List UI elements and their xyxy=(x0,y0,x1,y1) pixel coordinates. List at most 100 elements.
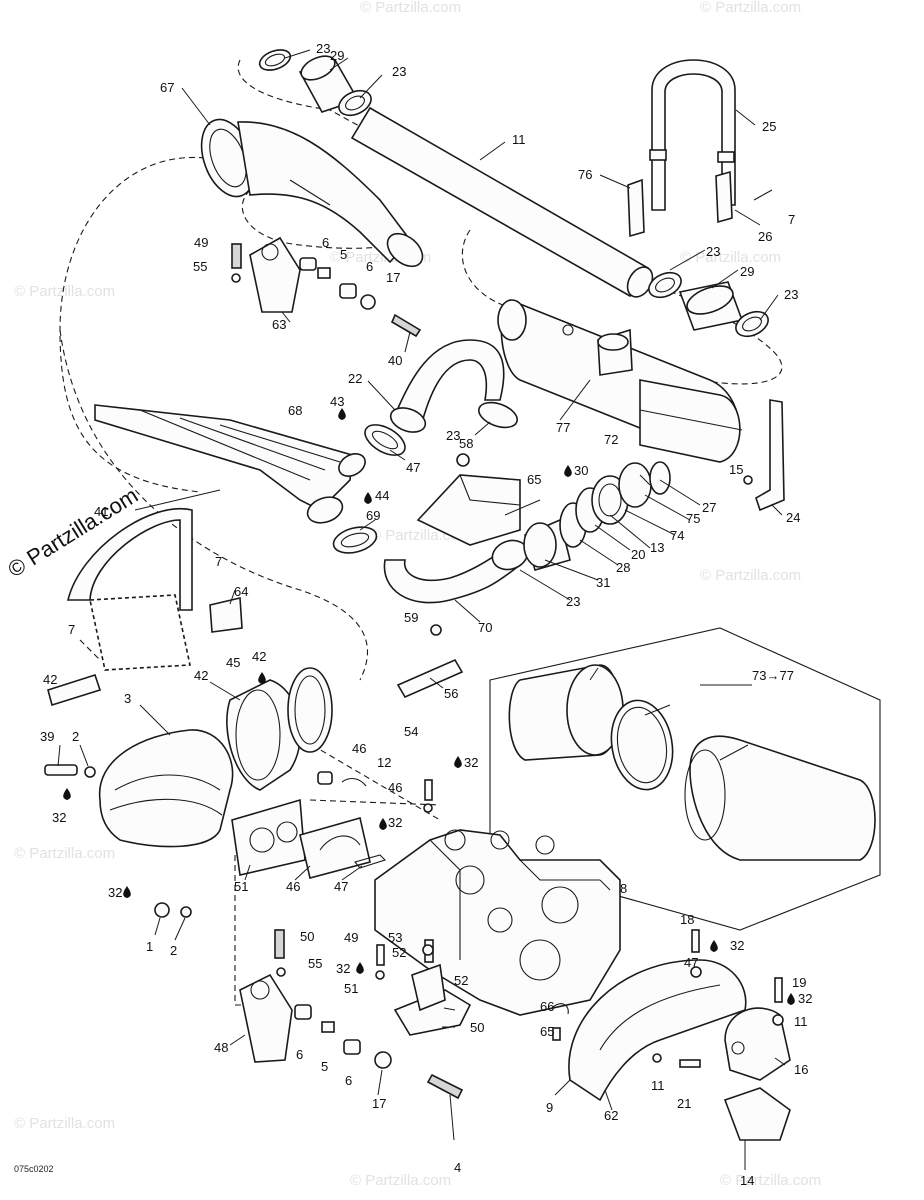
mount-bracket-lower xyxy=(239,929,464,1100)
manifold-gaskets xyxy=(231,798,387,879)
callout-32: 32 xyxy=(730,938,744,953)
callout-23: 23 xyxy=(316,41,330,56)
callout-6: 6 xyxy=(345,1073,352,1088)
callout-20: 20 xyxy=(631,547,645,562)
callout-5: 5 xyxy=(321,1059,328,1074)
callout-55: 55 xyxy=(308,956,322,971)
callout-18: 18 xyxy=(680,912,694,927)
callout-42: 46 xyxy=(388,780,402,795)
mount-bracket-upper xyxy=(231,236,422,338)
callout-47: 49 xyxy=(344,930,358,945)
callout-32: 32 xyxy=(798,991,812,1006)
watermark: © Partzilla.com xyxy=(350,1172,451,1189)
callout-39: 44 xyxy=(375,488,389,503)
callout-63: 66 xyxy=(540,999,554,1014)
callout-59: 62 xyxy=(604,1108,618,1123)
callout-51: 52 xyxy=(454,973,468,988)
callout-70: 75 xyxy=(686,511,700,526)
callout-14: 14 xyxy=(740,1173,754,1188)
callout-35: 41 xyxy=(94,504,108,519)
callout-8: 8 xyxy=(620,881,627,896)
heat-shield xyxy=(551,959,747,1102)
callout-74: 77 xyxy=(556,420,570,435)
callout-58: 63 xyxy=(272,317,286,332)
diagram-code: 075c0202 xyxy=(14,1164,54,1174)
callout-23: 23 xyxy=(566,594,580,609)
callout-36: 42 xyxy=(43,672,57,687)
callout-69: 74 xyxy=(670,528,684,543)
support-plate xyxy=(416,453,521,546)
callout-62: 65 xyxy=(540,1024,554,1039)
callout-23: 23 xyxy=(706,244,720,259)
callout-6: 6 xyxy=(322,235,329,250)
adhesive-symbols xyxy=(63,408,795,1005)
callout-31: 31 xyxy=(596,575,610,590)
callout-50: 50 xyxy=(470,1020,484,1035)
callout-13: 13 xyxy=(650,540,664,555)
watermark: © Partzilla.com xyxy=(700,567,801,584)
callout-27: 27 xyxy=(702,500,716,515)
callout-68: 72 xyxy=(604,432,618,447)
callout-32: 32 xyxy=(108,885,122,900)
callout-29: 29 xyxy=(330,48,344,63)
callout-23: 23 xyxy=(392,64,406,79)
watermark: © Partzilla.com xyxy=(720,1172,821,1189)
callout-55: 55 xyxy=(193,259,207,274)
outlet-rings xyxy=(559,461,671,548)
muffler-bracket xyxy=(743,399,785,512)
callout-49: 51 xyxy=(344,981,358,996)
callout-34: 40 xyxy=(388,353,402,368)
callout-24: 24 xyxy=(786,510,800,525)
watermark: © Partzilla.com xyxy=(14,283,115,300)
callout-9: 9 xyxy=(546,1100,553,1115)
lower-hose xyxy=(383,518,571,604)
callout-2: 2 xyxy=(170,943,177,958)
callout-28: 28 xyxy=(616,560,630,575)
callout-7: 7 xyxy=(68,622,75,637)
callout-21: 21 xyxy=(677,1096,691,1111)
callout-54: 54 xyxy=(404,724,418,739)
callout-32: 32 xyxy=(52,810,66,825)
callout-57: 59 xyxy=(404,610,418,625)
callout-46: 49 xyxy=(194,235,208,250)
callout-52: 52 xyxy=(392,945,406,960)
callout-25: 25 xyxy=(762,119,776,134)
callout-labels: 23 29 23 67 11 25 76 7 26 23 29 23 49 6 … xyxy=(40,41,812,1188)
left-strap xyxy=(47,507,243,707)
strap-assembly xyxy=(627,59,773,238)
callout-2: 2 xyxy=(72,729,79,744)
callout-4: 4 xyxy=(454,1160,461,1175)
upper-hose xyxy=(389,339,505,433)
callout-64: 67 xyxy=(160,80,174,95)
callout-5: 5 xyxy=(340,247,347,262)
callout-46: 50 xyxy=(300,929,314,944)
callout-44: 47 xyxy=(406,460,420,475)
watermark: © Partzilla.com xyxy=(360,0,461,16)
callout-40: 46 xyxy=(352,741,366,756)
callout-61: 65 xyxy=(527,472,541,487)
exhaust-manifold xyxy=(94,404,366,524)
leader-lines xyxy=(57,49,786,1170)
callout-3: 3 xyxy=(124,691,131,706)
callout-11: 11 xyxy=(794,1014,808,1029)
watermark: © Partzilla.com xyxy=(14,845,115,862)
callout-33: 39 xyxy=(40,729,54,744)
callout-17: 17 xyxy=(372,1096,386,1111)
engine-mount xyxy=(393,939,472,1036)
manifold-clamps xyxy=(332,401,518,554)
callout-12: 12 xyxy=(377,755,391,770)
callout-23: 23 xyxy=(446,428,460,443)
watermark: © Partzilla.com xyxy=(14,1115,115,1132)
callout-23: 23 xyxy=(784,287,798,302)
callout-26: 26 xyxy=(758,229,772,244)
callout-15: 15 xyxy=(729,462,743,477)
callout-57: 58 xyxy=(459,436,473,451)
callout-66: 70 xyxy=(478,620,492,635)
callout-22: 22 xyxy=(348,371,362,386)
callout-38: 42 xyxy=(252,649,266,664)
callout-56: 56 xyxy=(444,686,458,701)
callout-42: 47 xyxy=(684,955,698,970)
tail-pipe-assembly xyxy=(258,49,769,338)
kit-label-73-77: 73→77 xyxy=(752,668,794,683)
